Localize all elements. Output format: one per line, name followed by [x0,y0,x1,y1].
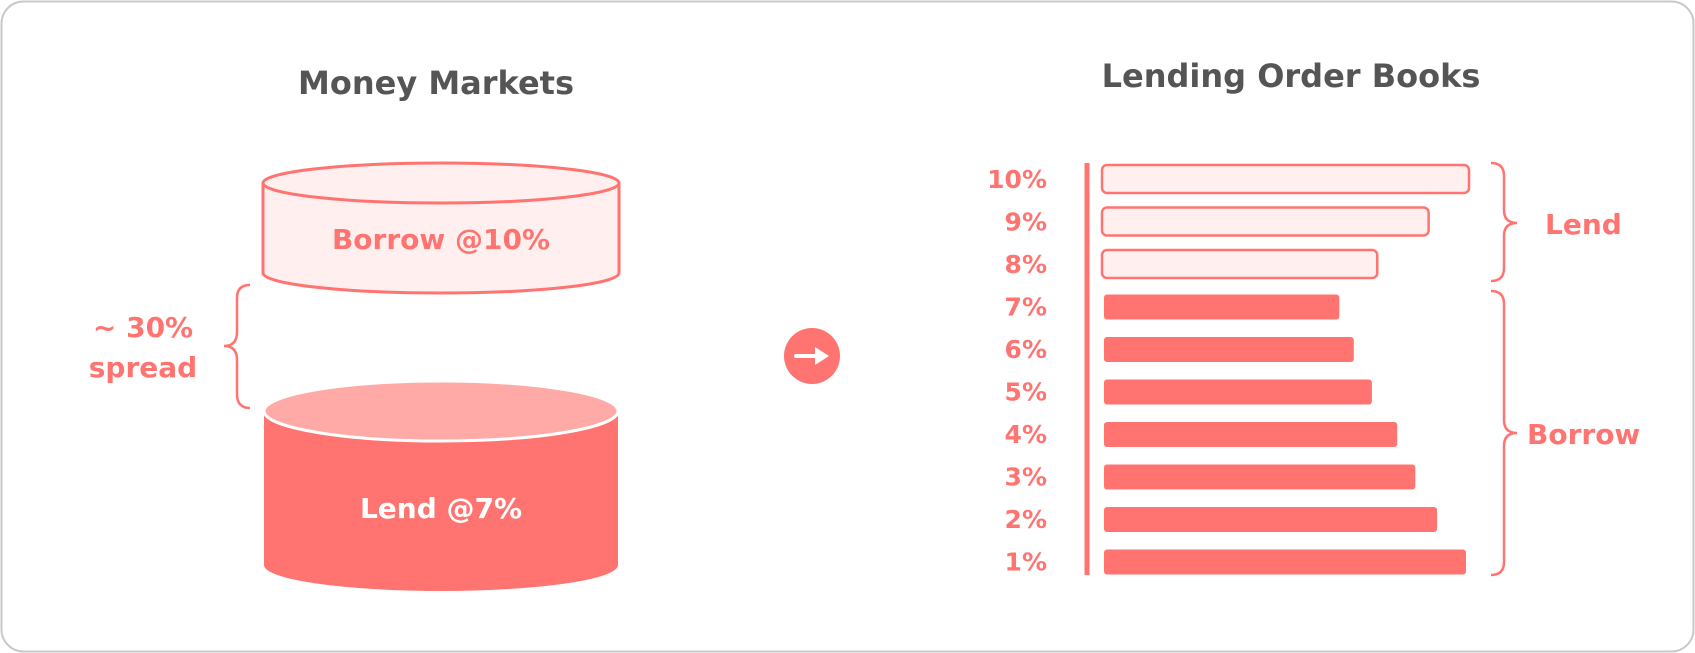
borrow-cylinder-body [261,183,621,295]
borrow-brace [1490,289,1518,577]
rate-label-1pct: 1% [1005,548,1047,577]
lend-order-bar [1100,163,1471,195]
arrow-right-icon [784,328,840,384]
order-books-section: Lending Order Books 10%9%8%7%6%5%4%3%2%1… [987,57,1640,577]
borrow-cylinder: Borrow @10% [261,161,621,295]
borrow-group-label: Borrow [1527,418,1640,451]
borrow-order-bar [1104,379,1372,405]
lend-cylinder-label: Lend @7% [360,492,522,525]
borrow-cylinder-label: Borrow @10% [332,223,550,256]
rate-label-4pct: 4% [1005,420,1047,449]
lend-brace [1490,161,1518,283]
borrow-order-bar [1104,549,1466,575]
spread-label-line2: spread [89,351,197,384]
borrow-order-bar [1104,464,1416,490]
rate-label-9pct: 9% [1005,208,1047,237]
rate-label-6pct: 6% [1005,335,1047,364]
borrow-cylinder-top [261,161,621,205]
lend-cylinder: Lend @7% [262,379,620,591]
rate-label-2pct: 2% [1005,505,1047,534]
borrow-order-bar [1104,507,1438,532]
rate-label-7pct: 7% [1005,293,1047,322]
rate-label-10pct: 10% [987,165,1047,194]
borrow-order-bar [1104,294,1340,320]
lend-group-label: Lend [1545,208,1622,241]
lend-order-bar [1100,248,1379,280]
rate-label-5pct: 5% [1005,378,1047,407]
borrow-order-bar [1104,422,1398,447]
rate-label-3pct: 3% [1005,463,1047,492]
lend-order-bar [1100,206,1430,237]
spread-brace [223,283,251,410]
rate-label-8pct: 8% [1005,250,1047,279]
money-markets-section: Money Markets Borrow @10% Lend @7% ~ 30%… [89,64,621,591]
lend-cylinder-top [262,379,620,443]
order-book-rows: 10% 9% 8% 7% 6% 5% 4% 3% 2% 1% [987,163,1471,577]
spread-label-line1: ~ 30% [93,311,193,344]
order-books-title: Lending Order Books [1102,57,1481,95]
lend-cylinder-body [264,411,618,591]
money-markets-title: Money Markets [298,64,574,102]
borrow-order-bar [1104,337,1354,362]
